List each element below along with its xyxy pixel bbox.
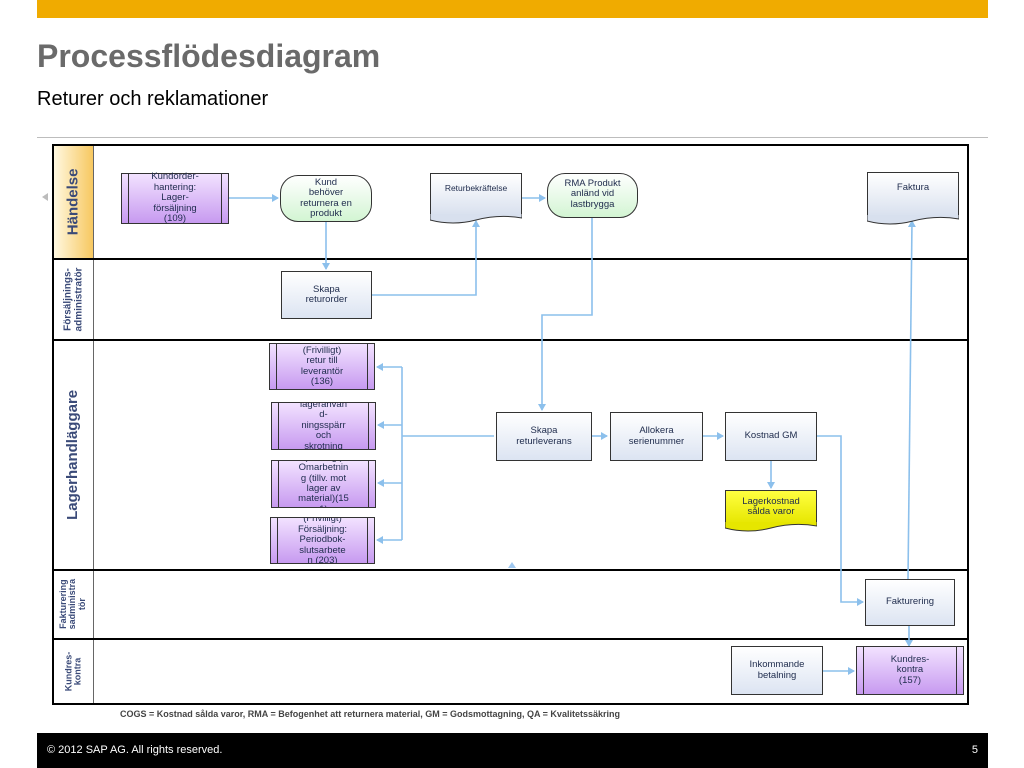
process-inkommande-betalning[interactable]: Inkommande betalning <box>731 646 823 695</box>
swimlane-frame <box>52 144 969 705</box>
node-label: Kundres- kontra (157) <box>890 653 930 686</box>
node-label: Faktura <box>896 182 930 193</box>
node-label: Returbekräftelse <box>444 183 508 193</box>
arrow-head-icon <box>508 562 516 568</box>
process-fakturering[interactable]: Fakturering <box>865 579 955 626</box>
node-label: Skapa returorder <box>305 283 348 305</box>
abbreviation-footnote: COGS = Kostnad sålda varor, RMA = Befoge… <box>120 709 620 719</box>
node-label: Lagerkostnad sålda varor <box>742 496 800 518</box>
lane-handelse: Händelse <box>54 146 94 258</box>
subprocess-omarbetning[interactable]: (Frivilligt) Omarbetnin g (tillv. mot la… <box>271 460 376 508</box>
process-kostnad-gm[interactable]: Kostnad GM <box>725 412 817 461</box>
node-label: Kostnad GM <box>744 430 798 442</box>
lane-divider <box>52 258 969 260</box>
node-label: (Frivilligt) retur till leverantör (136) <box>300 344 344 387</box>
document-wave-icon <box>430 214 522 224</box>
document-wave-icon <box>725 522 817 532</box>
lane-faktureringsadministrator: Fakturering sadministra tör <box>54 571 94 638</box>
process-skapa-returorder[interactable]: Skapa returorder <box>281 271 372 319</box>
process-skapa-returleverans[interactable]: Skapa returleverans <box>496 412 592 461</box>
left-arrow-icon <box>42 193 48 201</box>
node-label: (Frivilligt) Omarbetnin g (tillv. mot la… <box>298 461 349 507</box>
footer-bar: © 2012 SAP AG. All rights reserved. 5 <box>37 733 988 768</box>
lane-label: Händelse <box>64 168 82 236</box>
node-label: (Frivilligt) Försäljning: Periodbok- slu… <box>297 517 348 564</box>
page-title: Processflödesdiagram <box>37 38 381 74</box>
node-label: Skapa returleverans <box>516 425 572 447</box>
lane-label: Kundres- kontra <box>63 651 83 692</box>
document-faktura[interactable]: Faktura <box>867 172 959 225</box>
node-label: Fakturering <box>885 596 935 608</box>
lane-label: Fakturering sadministra tör <box>58 579 88 630</box>
subprocess-retur-till-leverantor[interactable]: (Frivilligt) retur till leverantör (136) <box>269 343 375 390</box>
node-label: (Frivilligt) lageranvän d- ningsspärr oc… <box>299 402 347 450</box>
subprocess-lageranvandningssparr[interactable]: (Frivilligt) lageranvän d- ningsspärr oc… <box>271 402 376 450</box>
copyright-text: © 2012 SAP AG. All rights reserved. <box>47 744 223 756</box>
subprocess-kundorderhantering[interactable]: Kundorder- hantering: Lager- försäljning… <box>121 171 229 225</box>
lane-forsaljningsadministrator: Försäljnings- administratör <box>54 260 94 339</box>
node-label: RMA Produkt anländ vid lastbrygga <box>564 178 621 210</box>
event-kund-behover-returnera[interactable]: Kund behöver returnera en produkt <box>280 175 372 222</box>
event-rma-produkt[interactable]: RMA Produkt anländ vid lastbrygga <box>547 173 638 218</box>
document-returbekraftelse[interactable]: Returbekräftelse <box>430 173 522 224</box>
lane-divider <box>52 638 969 640</box>
page-subtitle: Returer och reklamationer <box>37 88 269 110</box>
lane-lagerhandlaggare: Lagerhandläggare <box>54 341 94 569</box>
lane-kundreskontra: Kundres- kontra <box>54 640 94 703</box>
lane-label: Lagerhandläggare <box>64 389 82 521</box>
title-divider <box>37 137 988 138</box>
lane-divider <box>52 569 969 571</box>
subprocess-kundreskontra[interactable]: Kundres- kontra (157) <box>856 646 964 695</box>
node-label: Inkommande betalning <box>749 659 805 681</box>
node-label: Kundorder- hantering: Lager- försäljning… <box>151 171 199 225</box>
lane-divider <box>52 339 969 341</box>
accent-bar <box>37 0 988 18</box>
node-label: Kund behöver returnera en produkt <box>300 176 352 219</box>
process-allokera-serienummer[interactable]: Allokera serienummer <box>610 412 703 461</box>
node-label: Allokera serienummer <box>628 425 685 447</box>
lane-label: Försäljnings- administratör <box>62 267 84 332</box>
document-lagerkostnad-salda-varor[interactable]: Lagerkostnad sålda varor <box>725 490 817 532</box>
page-number: 5 <box>971 744 978 756</box>
subprocess-forsaljning-periodbokslut[interactable]: (Frivilligt) Försäljning: Periodbok- slu… <box>270 517 375 564</box>
document-wave-icon <box>867 215 959 225</box>
